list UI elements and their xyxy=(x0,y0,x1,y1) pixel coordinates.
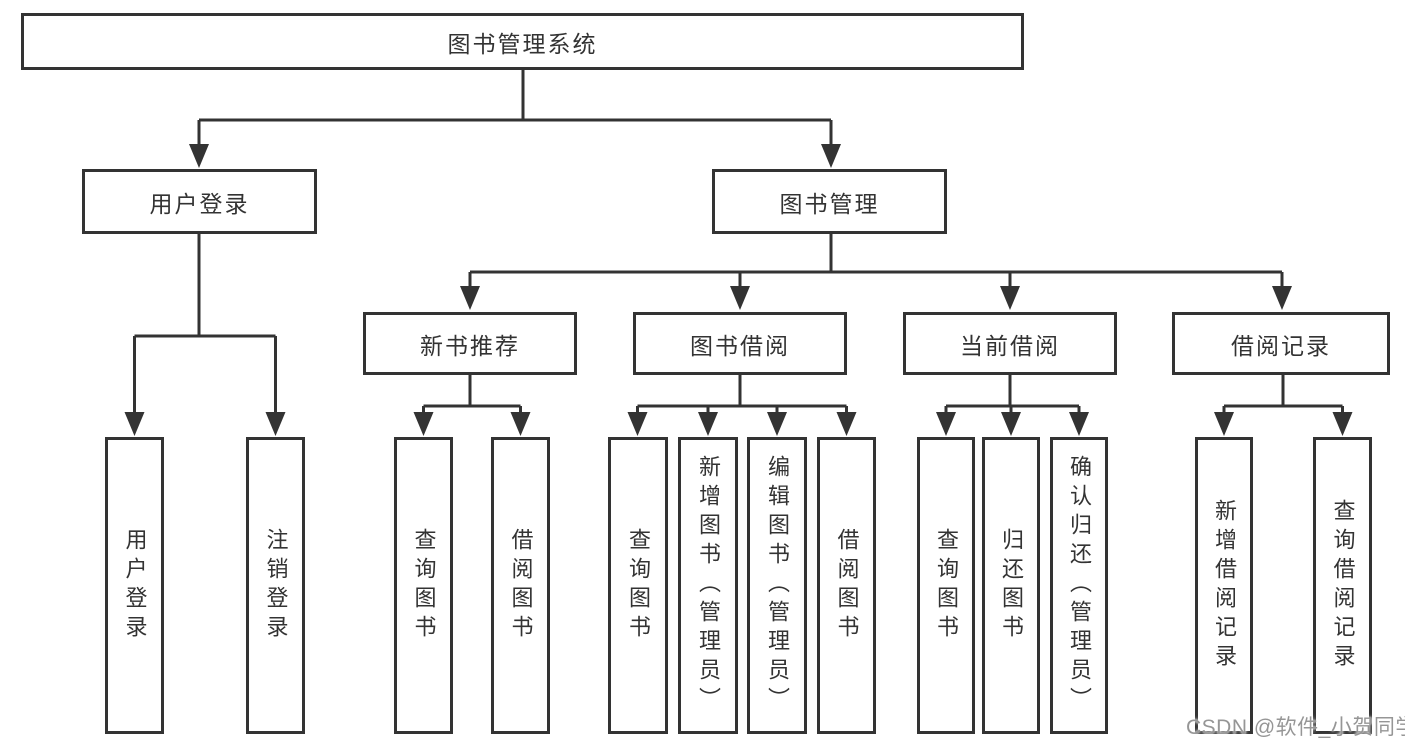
arrowhead-icon xyxy=(413,412,531,436)
node-book-borrowing: 图书借阅 xyxy=(633,312,847,375)
node-label: 归还图书 xyxy=(999,527,1024,644)
arrowhead-icon xyxy=(460,286,1292,310)
node-label: 新增借阅记录 xyxy=(1212,498,1237,673)
leaf-cb-query-books: 查询图书 xyxy=(917,437,975,734)
node-label: 新增图书（管理员） xyxy=(696,455,721,716)
arrow-bookmgmt-to-level3 xyxy=(468,234,1284,288)
arrowhead-icon xyxy=(1214,412,1353,436)
node-label: 图书管理系统 xyxy=(447,30,598,57)
node-label: 用户登录 xyxy=(149,190,250,217)
node-user-login: 用户登录 xyxy=(82,169,317,234)
node-label: 查询图书 xyxy=(934,527,959,644)
leaf-bb-borrow-books: 借阅图书 xyxy=(817,437,876,734)
leaf-user-login: 用户登录 xyxy=(105,437,164,734)
arrowhead-icon xyxy=(124,412,286,436)
leaf-bb-edit-books-admin: 编辑图书（管理员） xyxy=(747,437,807,734)
node-label: 新书推荐 xyxy=(420,332,520,359)
arrow-newbook-to-leaves xyxy=(422,375,522,414)
leaf-bb-query-books: 查询图书 xyxy=(608,437,668,734)
node-label: 确认归还（管理员） xyxy=(1067,455,1092,716)
arrowhead-icon xyxy=(189,144,841,168)
node-label: 借阅记录 xyxy=(1231,332,1331,359)
node-current-borrowing: 当前借阅 xyxy=(903,312,1117,375)
leaf-logout: 注销登录 xyxy=(246,437,305,734)
node-label: 查询借阅记录 xyxy=(1330,498,1356,673)
arrow-records-to-leaves xyxy=(1222,375,1344,414)
leaf-cb-confirm-return-admin: 确认归还（管理员） xyxy=(1050,437,1108,734)
node-label: 图书借阅 xyxy=(690,332,790,359)
node-book-management: 图书管理 xyxy=(712,169,947,234)
watermark: CSDN @软件_小贺同学 xyxy=(1186,716,1405,739)
leaf-br-add-record: 新增借阅记录 xyxy=(1195,437,1253,734)
node-label: 查询图书 xyxy=(626,527,651,644)
arrow-userlogin-to-leaves xyxy=(133,234,277,414)
node-label: 借阅图书 xyxy=(508,527,534,644)
leaf-nbr-query-books: 查询图书 xyxy=(394,437,453,734)
node-label: 图书管理 xyxy=(779,190,880,217)
node-label: 当前借阅 xyxy=(960,332,1060,359)
node-label: 用户登录 xyxy=(122,527,148,644)
node-label: 注销登录 xyxy=(263,527,289,644)
node-library-system: 图书管理系统 xyxy=(21,13,1024,70)
leaf-bb-add-books-admin: 新增图书（管理员） xyxy=(678,437,738,734)
arrowhead-icon xyxy=(627,412,857,436)
node-label: 查询图书 xyxy=(411,527,437,644)
arrow-root-to-level2 xyxy=(197,69,833,146)
leaf-br-query-record: 查询借阅记录 xyxy=(1313,437,1372,734)
node-borrowing-records: 借阅记录 xyxy=(1172,312,1390,375)
arrow-bookborrow-to-leaves xyxy=(636,375,848,414)
leaf-nbr-borrow-books: 借阅图书 xyxy=(491,437,550,734)
node-label: 编辑图书（管理员） xyxy=(765,455,790,716)
arrow-currentborrow-to-leaves xyxy=(944,375,1081,414)
leaf-cb-return-books: 归还图书 xyxy=(982,437,1040,734)
node-new-book-recommend: 新书推荐 xyxy=(363,312,577,375)
node-label: 借阅图书 xyxy=(834,527,860,644)
arrowhead-icon xyxy=(936,412,1089,436)
